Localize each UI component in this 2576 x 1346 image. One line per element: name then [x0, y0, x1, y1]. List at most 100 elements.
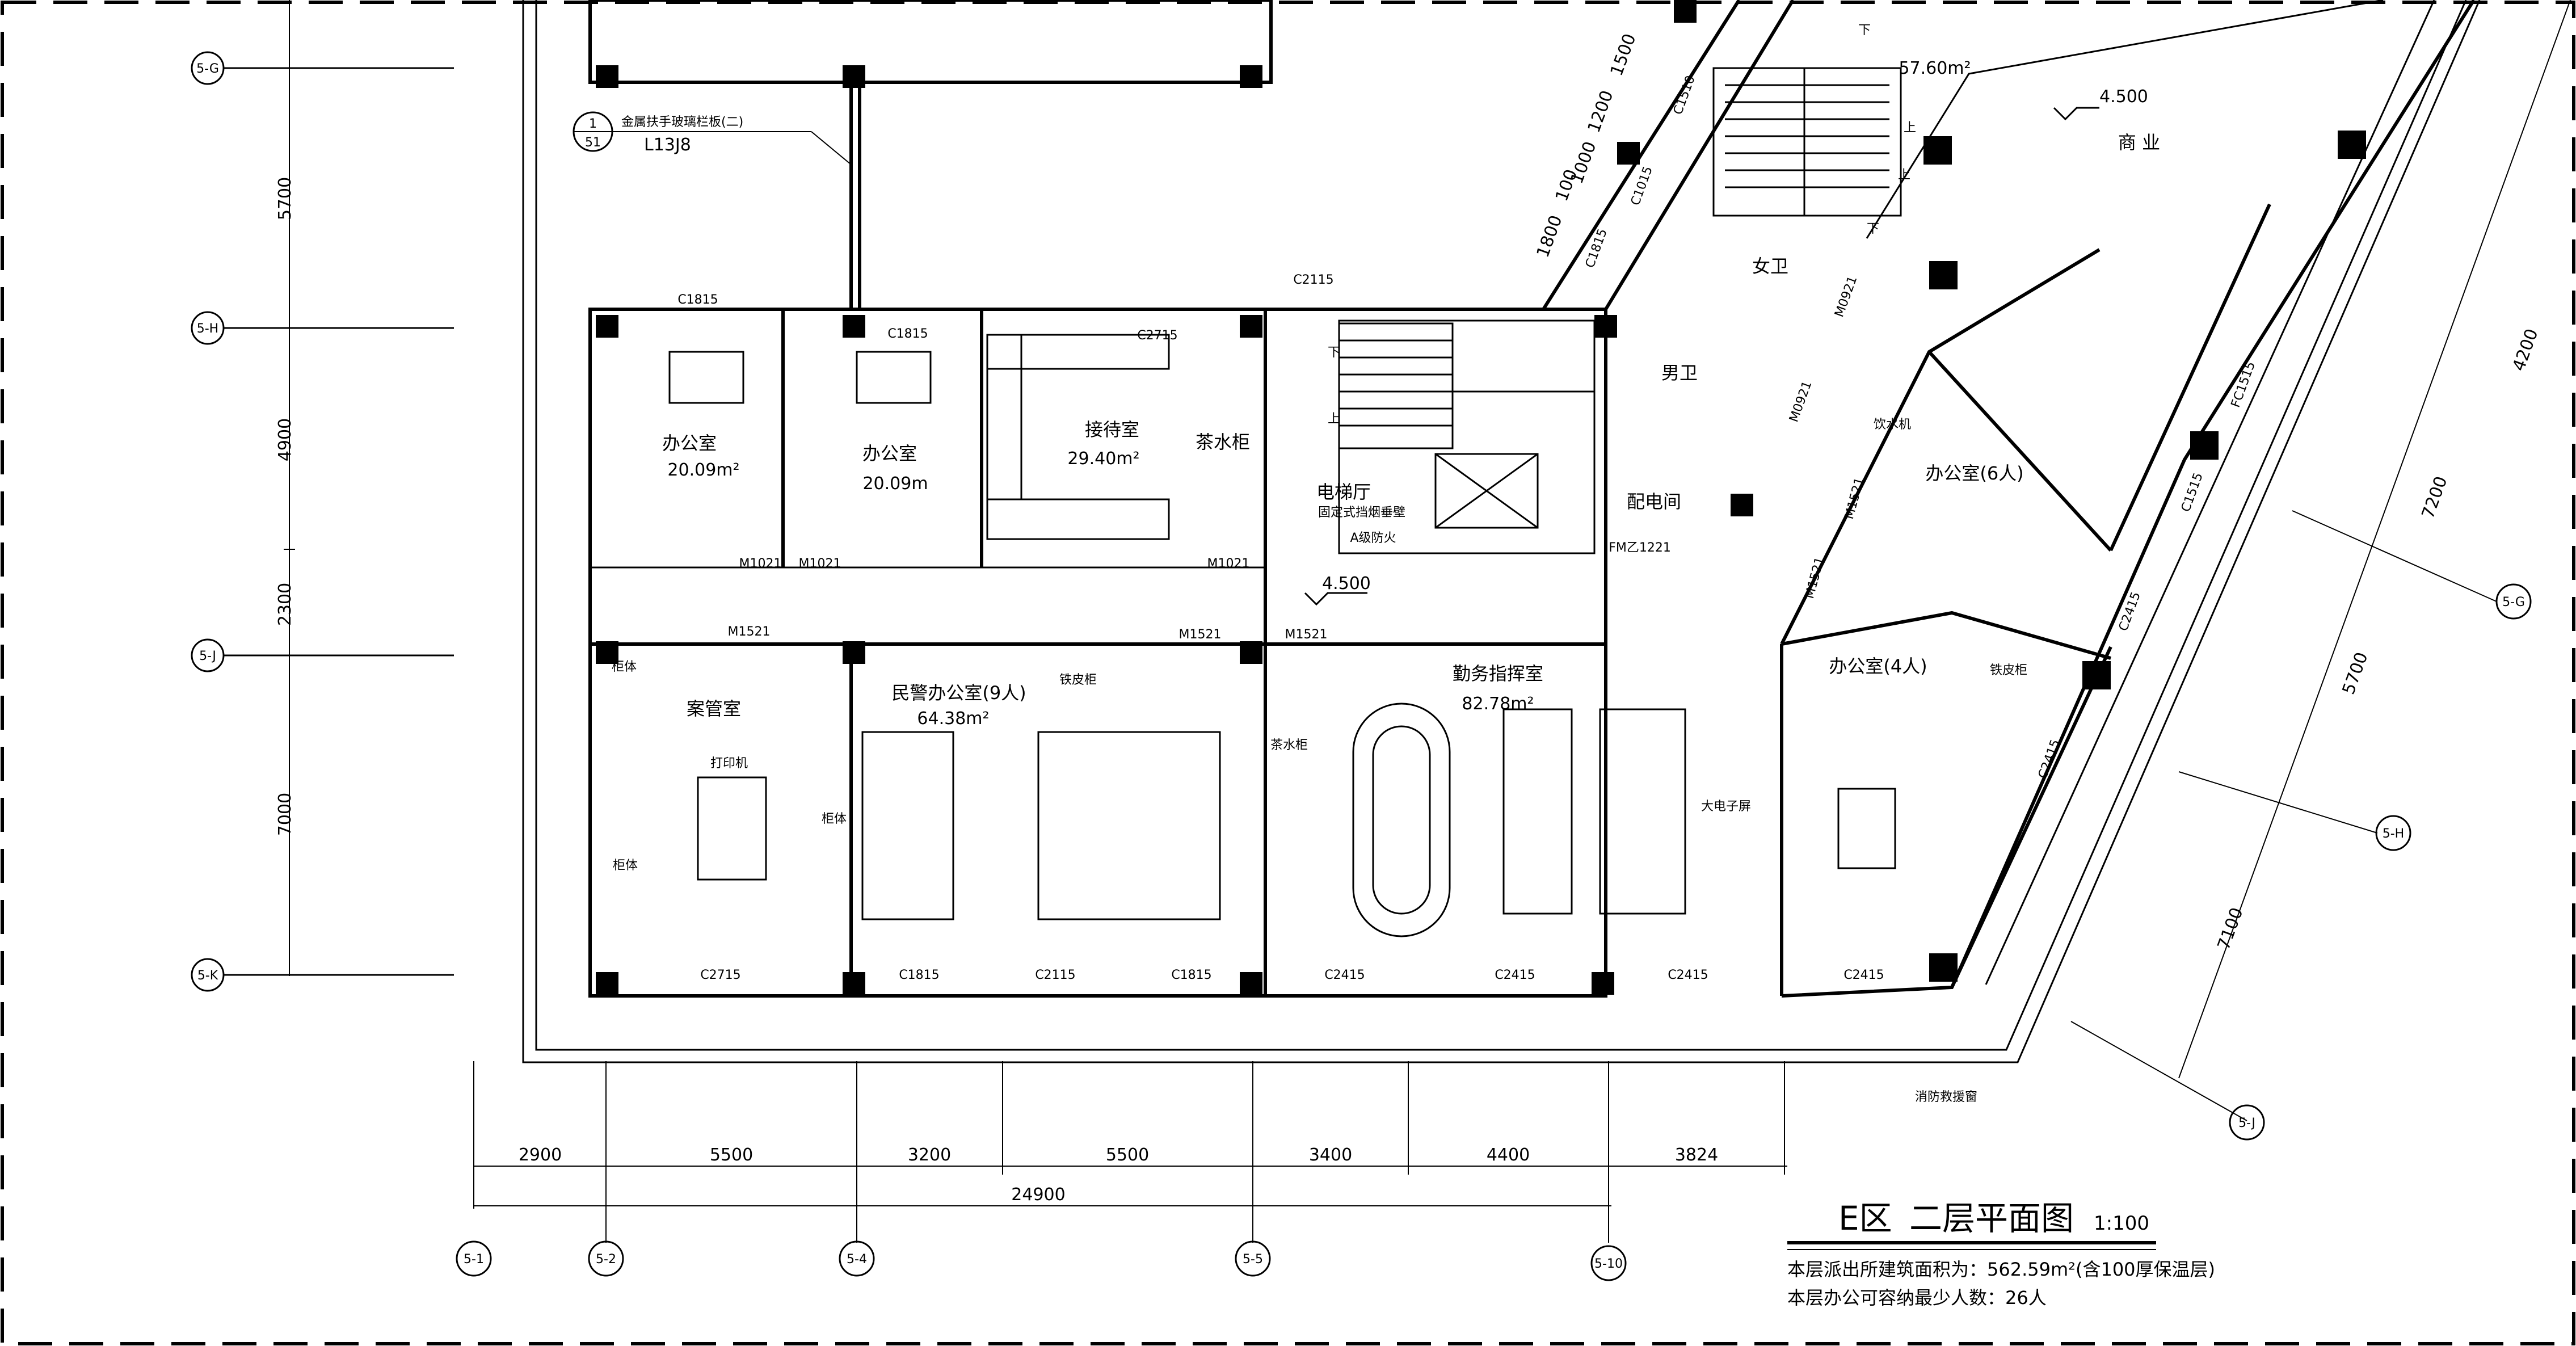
room-command-area: 82.78m²: [1462, 694, 1534, 714]
axis-label: 5-G: [2502, 595, 2525, 609]
dim-bottom: 5500: [710, 1145, 753, 1165]
axis-label: 5-J: [199, 649, 216, 663]
stair-upper: [1712, 67, 1902, 217]
level-mark: 4.500: [2099, 87, 2148, 107]
room-power: 配电间: [1627, 491, 1681, 512]
dim-right: 7200: [2418, 474, 2452, 521]
opening-label: C2415: [1668, 968, 1708, 982]
stair-direction: 下: [1867, 222, 1879, 236]
opening-label: C1515: [2179, 471, 2206, 514]
dim-left-2: 2300: [275, 583, 295, 626]
detail-ref-label: 金属扶手玻璃栏板(二): [621, 115, 743, 129]
axis-label: 5-J: [2238, 1116, 2255, 1130]
axis-label: 5-5: [1243, 1252, 1263, 1267]
dim-stair: 100: [1552, 167, 1581, 204]
right-axis-grid: [2070, 0, 2571, 1141]
opening-label: C2715: [700, 968, 740, 982]
axis-label: 5-G: [196, 62, 219, 76]
opening-label: C2415: [1495, 968, 1535, 982]
fire-class-label: A级防火: [1350, 531, 1396, 545]
room-reception-area: 29.40m²: [1067, 449, 1139, 469]
title-scale: 1:100: [2094, 1212, 2149, 1235]
opening-label: C1815: [899, 968, 939, 982]
axis-label: 5-10: [1594, 1257, 1623, 1271]
opening-label: C2415: [1843, 968, 1884, 982]
axis-label: 5-4: [847, 1252, 867, 1267]
detail-ref-bottom: 51: [585, 136, 601, 150]
dim-left-3: 7000: [275, 793, 295, 836]
dim-stair: 1500: [1607, 31, 1640, 79]
stair-direction: 上: [1328, 412, 1340, 426]
drink-dispenser-label: 饮水机: [1874, 418, 1911, 432]
opening-label: M0921: [1787, 379, 1815, 424]
room-commercial: 商 业: [2118, 132, 2160, 153]
big-screen-label: 大电子屏: [1701, 800, 1751, 814]
opening-label: C2415: [1324, 968, 1365, 982]
left-axis-grid: [191, 0, 454, 992]
stair-direction: 下: [1328, 346, 1340, 360]
iron-cabinet-1: 铁皮柜: [1059, 673, 1097, 687]
stair-direction: 上: [1898, 168, 1910, 182]
dim-bottom: 3824: [1675, 1145, 1718, 1165]
dim-right: 4200: [2509, 326, 2543, 374]
room-reception: 接待室: [1085, 419, 1139, 440]
opening-label: M1021: [739, 557, 782, 571]
title-name: 二层平面图: [1909, 1199, 2074, 1238]
opening-label: M1021: [799, 557, 841, 571]
dim-total: 24900: [1011, 1185, 1065, 1205]
room-police-office-area: 64.38m²: [917, 709, 989, 729]
axis-label: 5-H: [197, 322, 218, 336]
stair-direction: 下: [1858, 23, 1871, 37]
dim-right: 5700: [2339, 650, 2372, 697]
structural-columns: [596, 0, 2366, 995]
room-elevator-hall: 电梯厅: [1316, 481, 1371, 503]
title-note-capacity: 本层办公可容纳最少人数：26人: [1787, 1287, 2047, 1309]
room-women-wc: 女卫: [1752, 255, 1788, 277]
level-marks: [1304, 107, 2099, 606]
opening-label: C1815: [677, 293, 718, 307]
opening-label: C1815: [887, 327, 928, 341]
room-command: 勤务指挥室: [1453, 663, 1543, 684]
opening-label: C1815: [1171, 968, 1211, 982]
printer-label: 打印机: [710, 756, 748, 771]
opening-label: C2115: [1035, 968, 1075, 982]
level-mark: 4.500: [1322, 574, 1371, 594]
opening-label: M1521: [728, 625, 771, 639]
opening-label: M1521: [1285, 628, 1328, 642]
dim-bottom: 3400: [1309, 1145, 1352, 1165]
room-police-office: 民警办公室(9人): [891, 682, 1026, 704]
dim-left-0: 5700: [275, 177, 295, 220]
opening-label: C2115: [1293, 273, 1333, 287]
cabinet-label: 柜体: [822, 812, 847, 826]
detail-ref-top: 1: [589, 117, 597, 131]
room-office-2: 办公室: [862, 443, 917, 464]
dim-bottom: 3200: [908, 1145, 951, 1165]
opening-label: C2715: [1137, 329, 1177, 343]
bottom-axis-grid: [456, 1061, 1787, 1281]
cabinet-label: 柜体: [612, 660, 637, 674]
dim-bottom: 4400: [1487, 1145, 1530, 1165]
axis-label: 5-1: [464, 1252, 484, 1267]
building-outline: [522, 0, 2481, 1063]
opening-label: M1521: [1803, 556, 1828, 600]
opening-label: C1510: [1671, 74, 1698, 117]
room-archive: 案管室: [687, 698, 741, 720]
dim-bottom: 2900: [519, 1145, 562, 1165]
room-office-6: 办公室(6人): [1925, 462, 2023, 484]
opening-label: M1521: [1842, 476, 1867, 521]
opening-label: FM乙1221: [1609, 541, 1671, 555]
axis-label: 5-2: [596, 1252, 616, 1267]
opening-label: M0921: [1832, 274, 1860, 319]
opening-label: M1021: [1207, 557, 1250, 571]
room-commercial-area: 57.60m²: [1899, 58, 1971, 78]
title-zone: E区: [1838, 1199, 1892, 1238]
dim-bottom: 5500: [1106, 1145, 1149, 1165]
room-office-2-area: 20.09m: [862, 474, 928, 494]
axis-label: 5-K: [197, 969, 218, 983]
opening-label: M1521: [1179, 628, 1222, 642]
dim-right: 7100: [2214, 905, 2247, 953]
tea-cabinet-1: 茶水柜: [1196, 431, 1250, 453]
room-office-4: 办公室(4人): [1829, 655, 1927, 677]
smoke-barrier-label: 固定式挡烟垂壁: [1318, 506, 1405, 520]
